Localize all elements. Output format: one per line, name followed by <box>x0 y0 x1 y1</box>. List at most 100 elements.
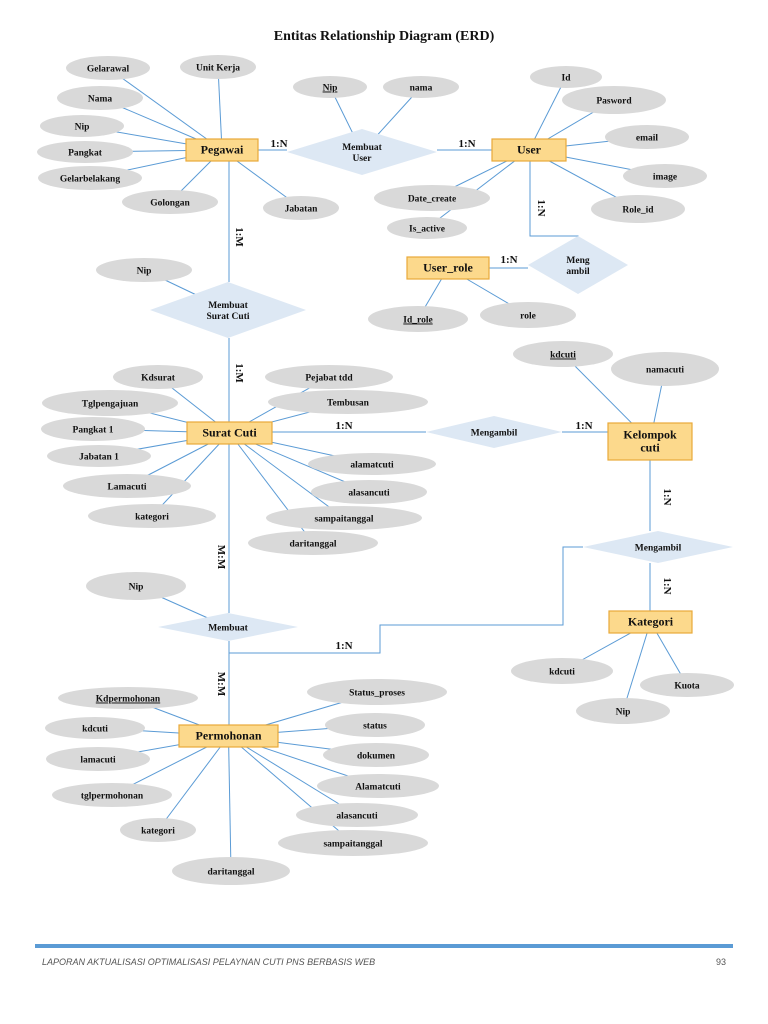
relationship-diamond <box>158 613 298 641</box>
attribute-permohonan-kdpermohonan: Kdpermohonan <box>58 687 198 709</box>
attribute-ellipse <box>530 66 602 88</box>
cardinality-role-entity: 1:N <box>500 254 517 266</box>
attribute-label: image <box>653 173 677 183</box>
attribute-kelompok-cuti-namacuti: namacuti <box>611 352 719 386</box>
attribute-label: Id_role <box>403 316 432 326</box>
entity-box <box>186 421 273 445</box>
relationship-diamond <box>528 236 628 294</box>
ent-text-line: Kategori <box>628 615 674 629</box>
attribute-label: Gelarbelakang <box>60 175 120 185</box>
attribute-ellipse <box>45 717 145 739</box>
attribute-label: lamacuti <box>80 756 116 766</box>
attribute-ellipse <box>47 445 151 467</box>
attribute-label: Tglpengajuan <box>82 400 139 410</box>
attr-connector-permohonan-5 <box>228 735 232 872</box>
attribute-surat-cuti-tembusan: Tembusan <box>268 390 428 414</box>
attribute-surat-cuti-jabatan-1: Jabatan 1 <box>47 445 151 467</box>
attribute-permohonan-kdcuti: kdcuti <box>45 717 145 739</box>
attr-connector-user-6 <box>426 149 530 229</box>
cardinality-user-role-link: 1:N <box>535 199 547 216</box>
attribute-user-date-create: Date_create <box>374 185 490 211</box>
relationship-mengambil-kelompok: Mengambil <box>426 416 562 448</box>
rel-text-line: Membuat <box>208 301 248 311</box>
rel-text-line: Membuat <box>208 624 248 634</box>
attribute-permohonan-tglpermohonan: tglpermohonan <box>52 783 172 807</box>
entity-surat-cuti: Surat Cuti <box>186 421 273 445</box>
attribute-label: Unit Kerja <box>196 64 240 74</box>
attribute-permohonan-lamacuti: lamacuti <box>46 747 150 771</box>
attribute-pegawai-gelarawal: Gelarawal <box>66 56 150 80</box>
attribute-label: Tembusan <box>327 399 370 409</box>
rel-text-line: Membuat <box>342 143 382 153</box>
attribute-label: sampaitanggal <box>314 515 373 525</box>
attribute-label: sampaitanggal <box>323 840 382 850</box>
attribute-permohonan-dokumen: dokumen <box>323 743 429 767</box>
attribute-ellipse <box>42 390 178 416</box>
rel-text-line: Mengambil <box>635 544 682 554</box>
attribute-ellipse <box>180 55 256 79</box>
attribute-ellipse <box>323 743 429 767</box>
attribute-user-pasword: Pasword <box>562 86 666 114</box>
attribute-ellipse <box>317 774 439 798</box>
attribute-surat-cuti-tglpengajuan: Tglpengajuan <box>42 390 178 416</box>
attribute-user-role-role: role <box>480 302 576 328</box>
attr-connector-permohonan-4 <box>157 735 229 831</box>
cardinality-kategori-permohonan: 1:N <box>335 640 352 652</box>
attribute-ellipse <box>268 390 428 414</box>
attribute-ellipse <box>122 190 218 214</box>
attribute-label: tglpermohonan <box>81 792 144 802</box>
attribute-ellipse <box>38 166 142 190</box>
relationship-diamond <box>287 129 437 175</box>
attribute-permohonan-status-proses: Status_proses <box>307 679 447 705</box>
attribute-pegawai-nama: Nama <box>57 86 143 110</box>
attribute-label: Role_id <box>622 206 654 216</box>
entity-box <box>185 138 259 162</box>
relationship-connector-12 <box>229 546 583 654</box>
attribute-label: Nip <box>75 123 90 133</box>
attribute-label: Kuota <box>674 682 700 692</box>
attribute-label: kdcuti <box>549 668 575 678</box>
attribute-ellipse <box>41 417 145 441</box>
rel-text-line: Mengambil <box>471 429 518 439</box>
attribute-ellipse <box>66 56 150 80</box>
attribute-ellipse <box>368 306 468 332</box>
attribute-ellipse <box>58 687 198 709</box>
attribute-label: Pangkat 1 <box>73 426 114 436</box>
attribute-membuat-surat-cuti-nip: Nip <box>96 258 192 282</box>
cardinality-membuat-user-user: 1:N <box>458 138 475 150</box>
attribute-label: Pejabat tdd <box>305 374 353 384</box>
attribute-ellipse <box>513 341 613 367</box>
attribute-ellipse <box>605 125 689 149</box>
attr-connector-surat_cuti-10 <box>229 432 345 519</box>
attribute-surat-cuti-daritanggal: daritanggal <box>248 531 378 555</box>
rel-text-line: User <box>353 154 373 164</box>
cardinality-kelompok-kategori-bottom: 1:N <box>661 577 673 594</box>
cardinality-kelompok-kategori-top: 1:N <box>661 488 673 505</box>
ent-text-line: cuti <box>640 441 660 455</box>
attribute-ellipse <box>248 531 378 555</box>
attribute-label: Jabatan 1 <box>79 453 119 463</box>
attribute-kategori-kdcuti: kdcuti <box>511 658 613 684</box>
entity-pegawai: Pegawai <box>185 138 259 162</box>
rel-text-line: ambil <box>566 267 590 277</box>
attribute-label: Kdsurat <box>141 374 176 384</box>
cardinality-membuat-permohonan: M:M <box>215 672 227 697</box>
attribute-label: Status_proses <box>349 689 405 699</box>
attribute-ellipse <box>511 658 613 684</box>
cardinality-pegawai-membuat-user: 1:N <box>270 138 287 150</box>
attribute-membuat-user-nama: nama <box>383 76 459 98</box>
attribute-ellipse <box>611 352 719 386</box>
attribute-user-is-active: Is_active <box>387 217 467 239</box>
attribute-label: daritanggal <box>208 868 255 878</box>
ent-text-line: User <box>517 143 542 157</box>
attribute-ellipse <box>325 713 425 737</box>
relationship-diamond <box>150 282 306 338</box>
relationship-membuat-permohonan: Membuat <box>158 613 298 641</box>
attribute-surat-cuti-lamacuti: Lamacuti <box>63 474 191 498</box>
footer-rule <box>35 944 733 948</box>
entity-box <box>608 610 693 634</box>
attribute-surat-cuti-alamatcuti: alamatcuti <box>308 453 436 475</box>
